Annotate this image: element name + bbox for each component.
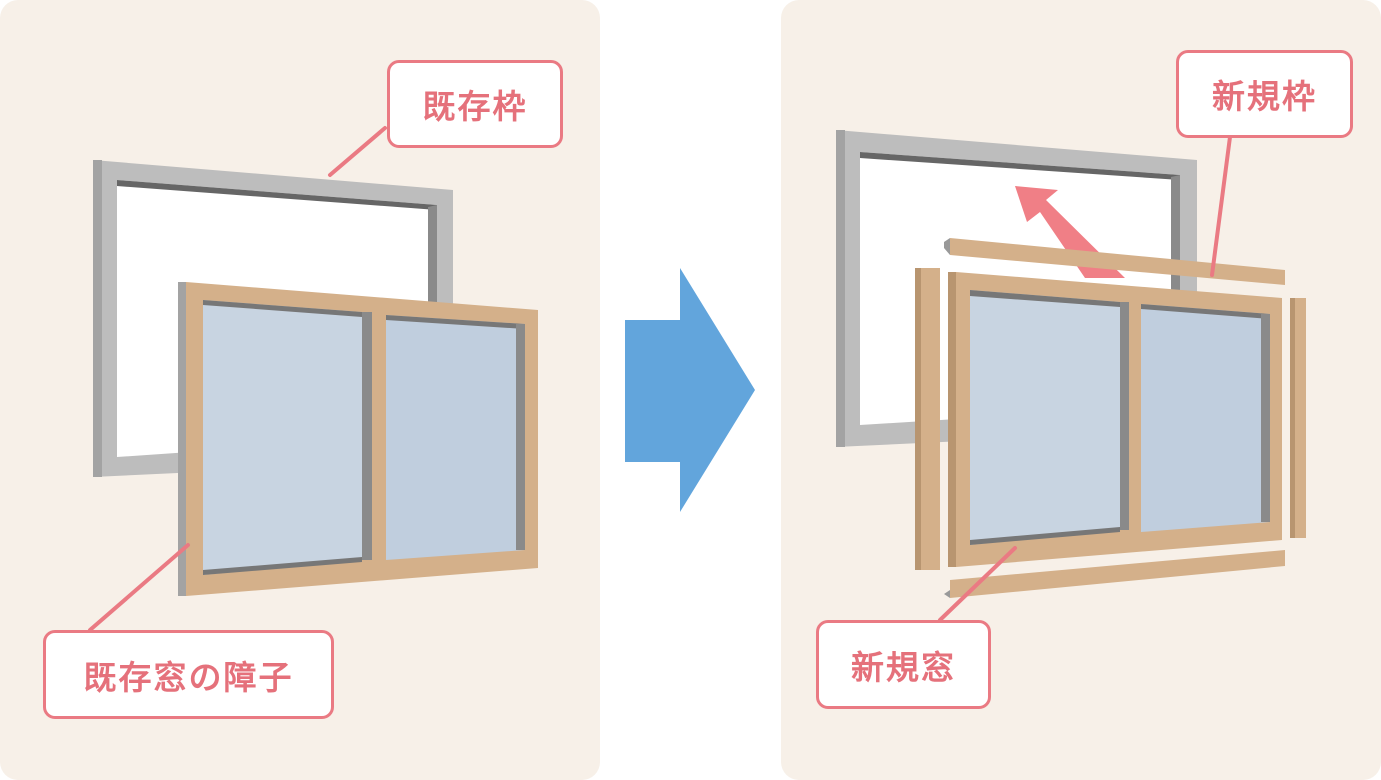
new-frame-pieces xyxy=(915,238,1306,598)
existing-sash xyxy=(178,282,538,596)
label-existing-frame: 既存枠 xyxy=(387,60,563,148)
label-existing-sash: 既存窓の障子 xyxy=(43,630,334,719)
label-new-window: 新規窓 xyxy=(816,620,991,709)
leader-lines xyxy=(88,126,1232,632)
transition-arrow xyxy=(625,268,755,512)
label-new-frame: 新規枠 xyxy=(1176,50,1353,138)
new-sash xyxy=(948,272,1282,567)
